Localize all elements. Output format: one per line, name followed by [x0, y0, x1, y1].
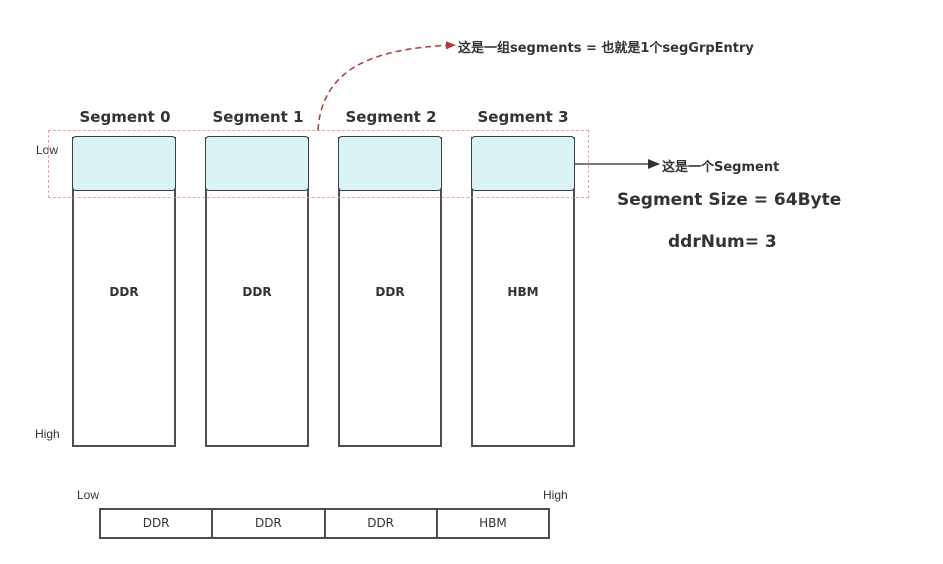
ddr-num-text: ddrNum= 3 [668, 232, 777, 252]
axis-high-label: High [35, 427, 60, 441]
linear-cell-0: DDR [101, 510, 214, 537]
axis-low-label: Low [36, 143, 59, 157]
memory-label-2: DDR [375, 285, 405, 299]
segment-title-3: Segment 3 [477, 108, 569, 126]
linear-memory-strip: DDR DDR DDR HBM [99, 508, 550, 539]
segment-cell-1 [205, 136, 309, 191]
memory-label-1: DDR [242, 285, 272, 299]
segment-group-box [48, 130, 589, 198]
group-annotation: 这是一组segments = 也就是1个segGrpEntry [458, 41, 754, 56]
memory-label-0: DDR [109, 285, 139, 299]
memory-label-3: HBM [507, 285, 539, 299]
segment-cell-0 [72, 136, 176, 191]
segment-title-1: Segment 1 [212, 108, 304, 126]
linear-cell-2: DDR [326, 510, 438, 537]
segment-title-2: Segment 2 [345, 108, 437, 126]
linear-cell-1: DDR [213, 510, 326, 537]
segment-annotation: 这是一个Segment [662, 160, 780, 175]
segment-cell-3 [471, 136, 575, 191]
linear-low-label: Low [77, 488, 100, 502]
linear-high-label: High [543, 488, 568, 502]
linear-cell-3: HBM [479, 516, 507, 530]
segment-title-0: Segment 0 [79, 108, 171, 126]
segment-cell-2 [338, 136, 442, 191]
segment-size-text: Segment Size = 64Byte [617, 190, 842, 210]
